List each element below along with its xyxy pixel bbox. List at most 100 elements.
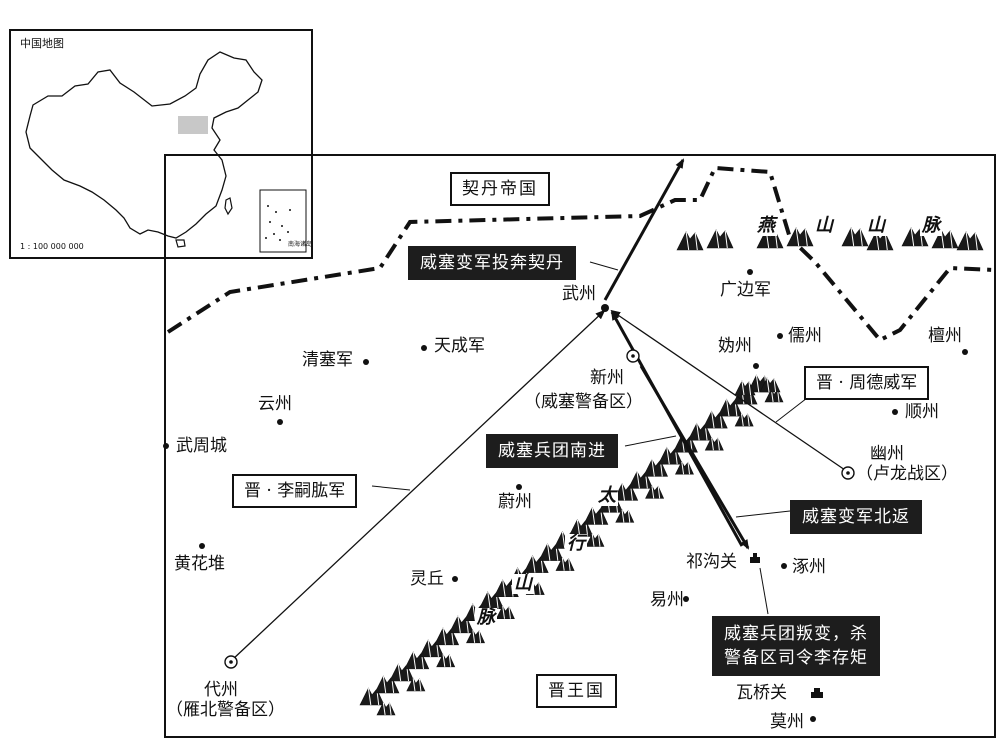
tianchengjun-dot <box>421 345 427 351</box>
qigouguan-marker <box>750 553 760 563</box>
place-mozhou: 莫州 <box>770 712 804 732</box>
hill-cluster <box>734 377 781 396</box>
taihang-peak-highlight <box>681 461 690 475</box>
route-daizhou-wuzhou <box>231 309 606 661</box>
taihang-peak-highlight <box>621 509 631 523</box>
hill-peak-highlight <box>766 377 777 393</box>
place-xinzhou-note: （威塞警备区） <box>524 392 643 412</box>
yan-peak <box>676 231 704 251</box>
leader-mutiny <box>759 567 769 615</box>
place-shunzhou: 顺州 <box>905 402 939 422</box>
yuzhou-dot <box>516 484 522 490</box>
hill-peak <box>734 380 756 396</box>
leader-north <box>735 510 791 518</box>
callout-mutiny-line2: 警备区司令李存矩 <box>724 648 868 668</box>
south-sea-label: 南海诸岛 <box>288 240 312 248</box>
place-guizhou: 妫州 <box>718 336 752 356</box>
callout-mutiny: 威塞兵团叛变，杀 警备区司令李存矩 <box>712 616 880 676</box>
ruzhou-dot <box>777 333 783 339</box>
yan-peak <box>706 229 734 249</box>
place-lingqiu: 灵丘 <box>410 569 444 589</box>
yan-label-2: 山 <box>813 215 835 236</box>
taihang-label-3: 山 <box>512 573 534 594</box>
place-yunzhou: 云州 <box>258 394 292 414</box>
taiwan-outline <box>224 197 233 216</box>
taihang-peak-highlight <box>740 413 750 427</box>
callout-defect: 威塞变军投奔契丹 <box>408 246 576 280</box>
taihang-label-4: 脉 <box>475 607 497 628</box>
leader-li <box>371 485 411 491</box>
route-wuzhou-khitan <box>603 158 685 301</box>
yan-peak-highlight <box>795 227 808 247</box>
qingsaijun-dot <box>363 359 369 365</box>
taihang-peak-highlight <box>651 485 661 499</box>
leader-south <box>624 435 677 447</box>
place-yizhou: 易州 <box>650 590 684 610</box>
waqiaoguan-marker <box>811 688 823 698</box>
yan-label-3: 山 <box>865 215 887 236</box>
pass-markers <box>750 553 823 698</box>
yan-peak-highlight <box>685 231 698 251</box>
place-ruzhou: 儒州 <box>788 326 822 346</box>
region-jin: 晋王国 <box>536 674 617 708</box>
taihang-peak-highlight <box>561 557 571 571</box>
place-qingsaijun: 清塞军 <box>302 350 353 370</box>
callout-li-siyuan: 晋 · 李嗣肱军 <box>232 474 358 508</box>
place-daizhou-note: （雁北警备区） <box>166 700 285 720</box>
place-daizhou: 代州 <box>204 680 238 700</box>
hainan-outline <box>175 239 186 248</box>
callout-north-return: 威塞变军北返 <box>790 500 922 534</box>
place-wuzhoucheng: 武周城 <box>176 436 227 456</box>
city-markers <box>163 269 968 722</box>
inset-title: 中国地图 <box>20 37 64 50</box>
yan-label-1: 燕 <box>755 215 777 236</box>
place-youzhou-note: （卢龙战区） <box>856 464 958 484</box>
place-tanzhou: 檀州 <box>928 326 962 346</box>
taihang-peak-highlight <box>382 702 392 716</box>
place-qigouguan: 祁沟关 <box>686 552 737 572</box>
guizhou-dot <box>753 363 759 369</box>
place-zhuozhou: 涿州 <box>792 557 826 577</box>
hill-peak-highlight <box>741 380 752 396</box>
border-line <box>166 165 996 343</box>
yan-peak <box>786 227 814 247</box>
place-youzhou: 幽州 <box>870 444 904 464</box>
yizhou-dot <box>683 596 689 602</box>
taihang-peak-highlight <box>711 437 720 451</box>
taihang-peak-highlight <box>472 630 482 643</box>
china-outline <box>25 51 263 239</box>
yan-peak-highlight <box>850 227 863 247</box>
place-waqiaoguan: 瓦桥关 <box>736 683 787 703</box>
taihang-peak-highlight <box>442 654 452 667</box>
callout-south-advance: 威塞兵团南进 <box>486 434 618 468</box>
lingqiu-dot <box>452 576 458 582</box>
guangbianjun-dot <box>747 269 753 275</box>
place-tianchengjun: 天成军 <box>434 336 485 356</box>
taihang-peak-highlight <box>412 678 422 691</box>
route-youzhou-wuzhou <box>610 309 846 471</box>
place-xinzhou: 新州 <box>590 368 624 388</box>
zhuozhou-dot <box>781 563 787 569</box>
south-sea-islands <box>265 205 291 241</box>
route-xinzhou-south <box>639 365 750 550</box>
taihang-label-1: 太 <box>596 485 618 506</box>
mozhou-dot <box>810 716 816 722</box>
yan-peak-highlight <box>965 231 978 251</box>
region-khitan: 契丹帝国 <box>450 172 550 206</box>
taihang-label-2: 行 <box>565 533 587 554</box>
taihang-peak-highlight <box>591 533 601 547</box>
place-wuzhou: 武州 <box>562 284 596 304</box>
yan-label-4: 脉 <box>920 215 942 236</box>
inset-scale: 1 : 100 000 000 <box>20 242 84 251</box>
callout-zhou-dewei: 晋 · 周德威军 <box>804 366 930 400</box>
yunzhou-dot <box>277 419 283 425</box>
place-guangbianjun: 广边军 <box>720 280 771 300</box>
wuzhoucheng-dot <box>163 443 169 449</box>
taihang-peak-highlight <box>502 606 511 619</box>
wuzhou-dot <box>601 304 609 312</box>
place-huanghuadui: 黄花堆 <box>174 554 225 574</box>
yan-peak <box>956 231 984 251</box>
leader-defect <box>589 261 619 271</box>
